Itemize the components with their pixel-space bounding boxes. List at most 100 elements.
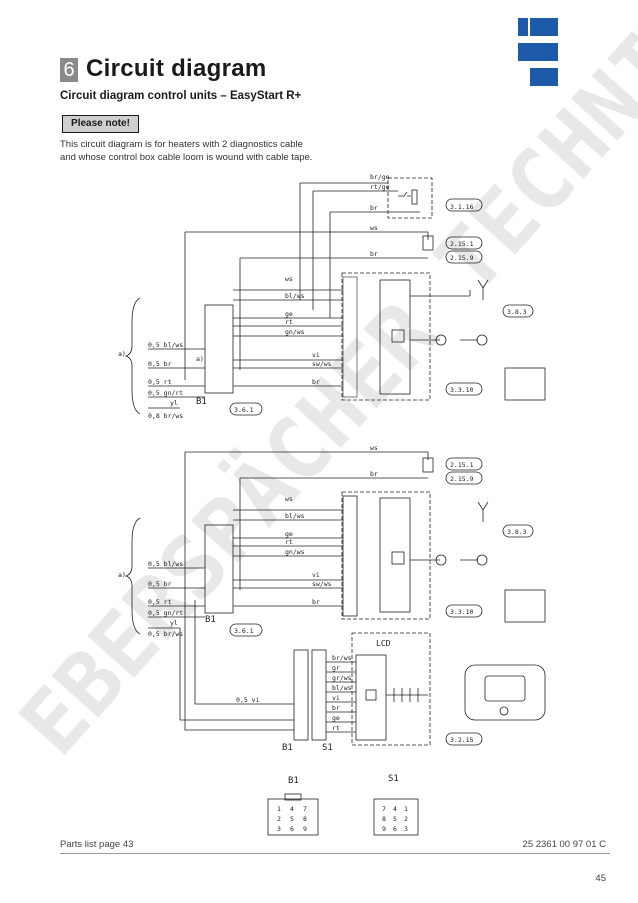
pin-label: 7 (303, 805, 307, 813)
lcd-box (351, 632, 431, 746)
ref-oval (445, 198, 483, 212)
wire-label: 0,5 bl/ws (148, 560, 183, 568)
pin-label: 1 (404, 805, 408, 813)
antenna-icon (477, 279, 489, 300)
pin-label: 6 (393, 825, 397, 833)
wire-label: 0,8 br/ws (148, 412, 183, 420)
ref-label: 3.1.16 (450, 203, 474, 211)
wire-label: vi (312, 571, 320, 579)
ref-label: 3.8.3 (507, 308, 527, 316)
ref-oval (445, 382, 483, 396)
ref-label: 2.15.9 (450, 254, 474, 262)
diagram-subtitle: Circuit diagram control units – EasyStar… (60, 90, 302, 102)
sensor-symbol (422, 457, 434, 473)
ref-oval (445, 236, 483, 250)
wire-label: yl (170, 399, 178, 407)
wire-label: br (370, 204, 378, 212)
temp-sensor-device (504, 367, 546, 401)
ref-oval (229, 402, 263, 416)
connector-b1-face (267, 798, 319, 836)
module-connector (342, 495, 358, 617)
wire-label: 0,5 rt (148, 378, 172, 386)
wire-label: 0,5 bl/ws (148, 341, 183, 349)
wire-label: 0,5 br (148, 360, 172, 368)
please-note-button[interactable]: Please note! (62, 115, 139, 133)
ref-label: 3.2.15 (450, 736, 474, 744)
connector-s1-face (373, 798, 419, 836)
page-number: 45 (595, 873, 606, 884)
wire-label: ge (285, 530, 293, 538)
ref-label: 3.6.1 (234, 406, 254, 414)
ref-label: 2.15.9 (450, 475, 474, 483)
ref-oval (502, 524, 534, 538)
control-module (379, 497, 411, 613)
resistor-symbol (411, 189, 418, 205)
connector-s1-lcd (311, 649, 327, 741)
wire-label: vi (312, 351, 320, 359)
wire-label: sw/ws (312, 360, 332, 368)
wire-label: ws (370, 444, 378, 452)
control-panel-display (484, 675, 526, 702)
connector-round (476, 334, 488, 346)
connector-views (267, 793, 419, 836)
ref-oval (445, 604, 483, 618)
pin-label: 3 (404, 825, 408, 833)
pin-label: 2 (404, 815, 408, 823)
ref-label: 3.6.1 (234, 627, 254, 635)
connector-b1-title: B1 (288, 776, 299, 786)
connector-b1-lcd (293, 649, 309, 741)
ref-label: 3.3.10 (450, 386, 474, 394)
module-connector (342, 276, 358, 398)
wire-label: bl/ws (285, 512, 305, 520)
wire-label: sw/ws (312, 580, 332, 588)
antenna-icon (477, 501, 489, 522)
ref-oval (445, 457, 483, 471)
pin-label: 8 (382, 815, 386, 823)
connector-label: B1 (205, 615, 216, 625)
pin-label: 1 (277, 805, 281, 813)
pin-label: 6 (290, 825, 294, 833)
wire-label: br (370, 470, 378, 478)
ref-oval (445, 471, 483, 485)
label-a: a) (118, 350, 126, 358)
note-text: This circuit diagram is for heaters with… (60, 138, 390, 164)
wire-label: gn/ws (285, 328, 305, 336)
lcd-wire-label: br (332, 704, 340, 712)
control-module-box (341, 491, 431, 620)
lcd-label: LCD (376, 639, 391, 648)
lcd-wire-label: vi (332, 694, 340, 702)
ref-oval (502, 304, 534, 318)
pin-label: 5 (290, 815, 294, 823)
lcd-wire-label: gr/ws (332, 674, 352, 682)
lcd-wire-label: br/ws (332, 654, 352, 662)
pin-label: 8 (303, 815, 307, 823)
ref-oval (229, 623, 263, 637)
pin-label: 9 (382, 825, 386, 833)
connector-round (476, 554, 488, 566)
lcd-switch (365, 689, 377, 701)
pin-label: 3 (277, 825, 281, 833)
wire-label: rt (285, 318, 293, 326)
ref-oval (445, 732, 483, 746)
wire-label: 0,5 rt (148, 598, 172, 606)
wire-label: rt/ge (370, 183, 390, 191)
pin-label: 4 (290, 805, 294, 813)
connector-s1-title: S1 (388, 774, 399, 784)
connector-round (435, 334, 447, 346)
pin-label: 5 (393, 815, 397, 823)
connector-label: B1 (282, 743, 293, 753)
connector-label: B1 (196, 397, 207, 407)
ref-label: 2.15.1 (450, 461, 474, 469)
control-module-box (341, 272, 431, 401)
connector-round (435, 554, 447, 566)
lcd-wire-label: bl/ws (332, 684, 352, 692)
wire-label: br (312, 598, 320, 606)
fuse-box (387, 177, 433, 219)
connector-label: S1 (322, 743, 333, 753)
control-module-switch (391, 329, 405, 343)
label-a: a) (118, 571, 126, 579)
control-module-switch (391, 551, 405, 565)
wire-label: ws (285, 275, 293, 283)
diagram-2 (124, 451, 546, 746)
